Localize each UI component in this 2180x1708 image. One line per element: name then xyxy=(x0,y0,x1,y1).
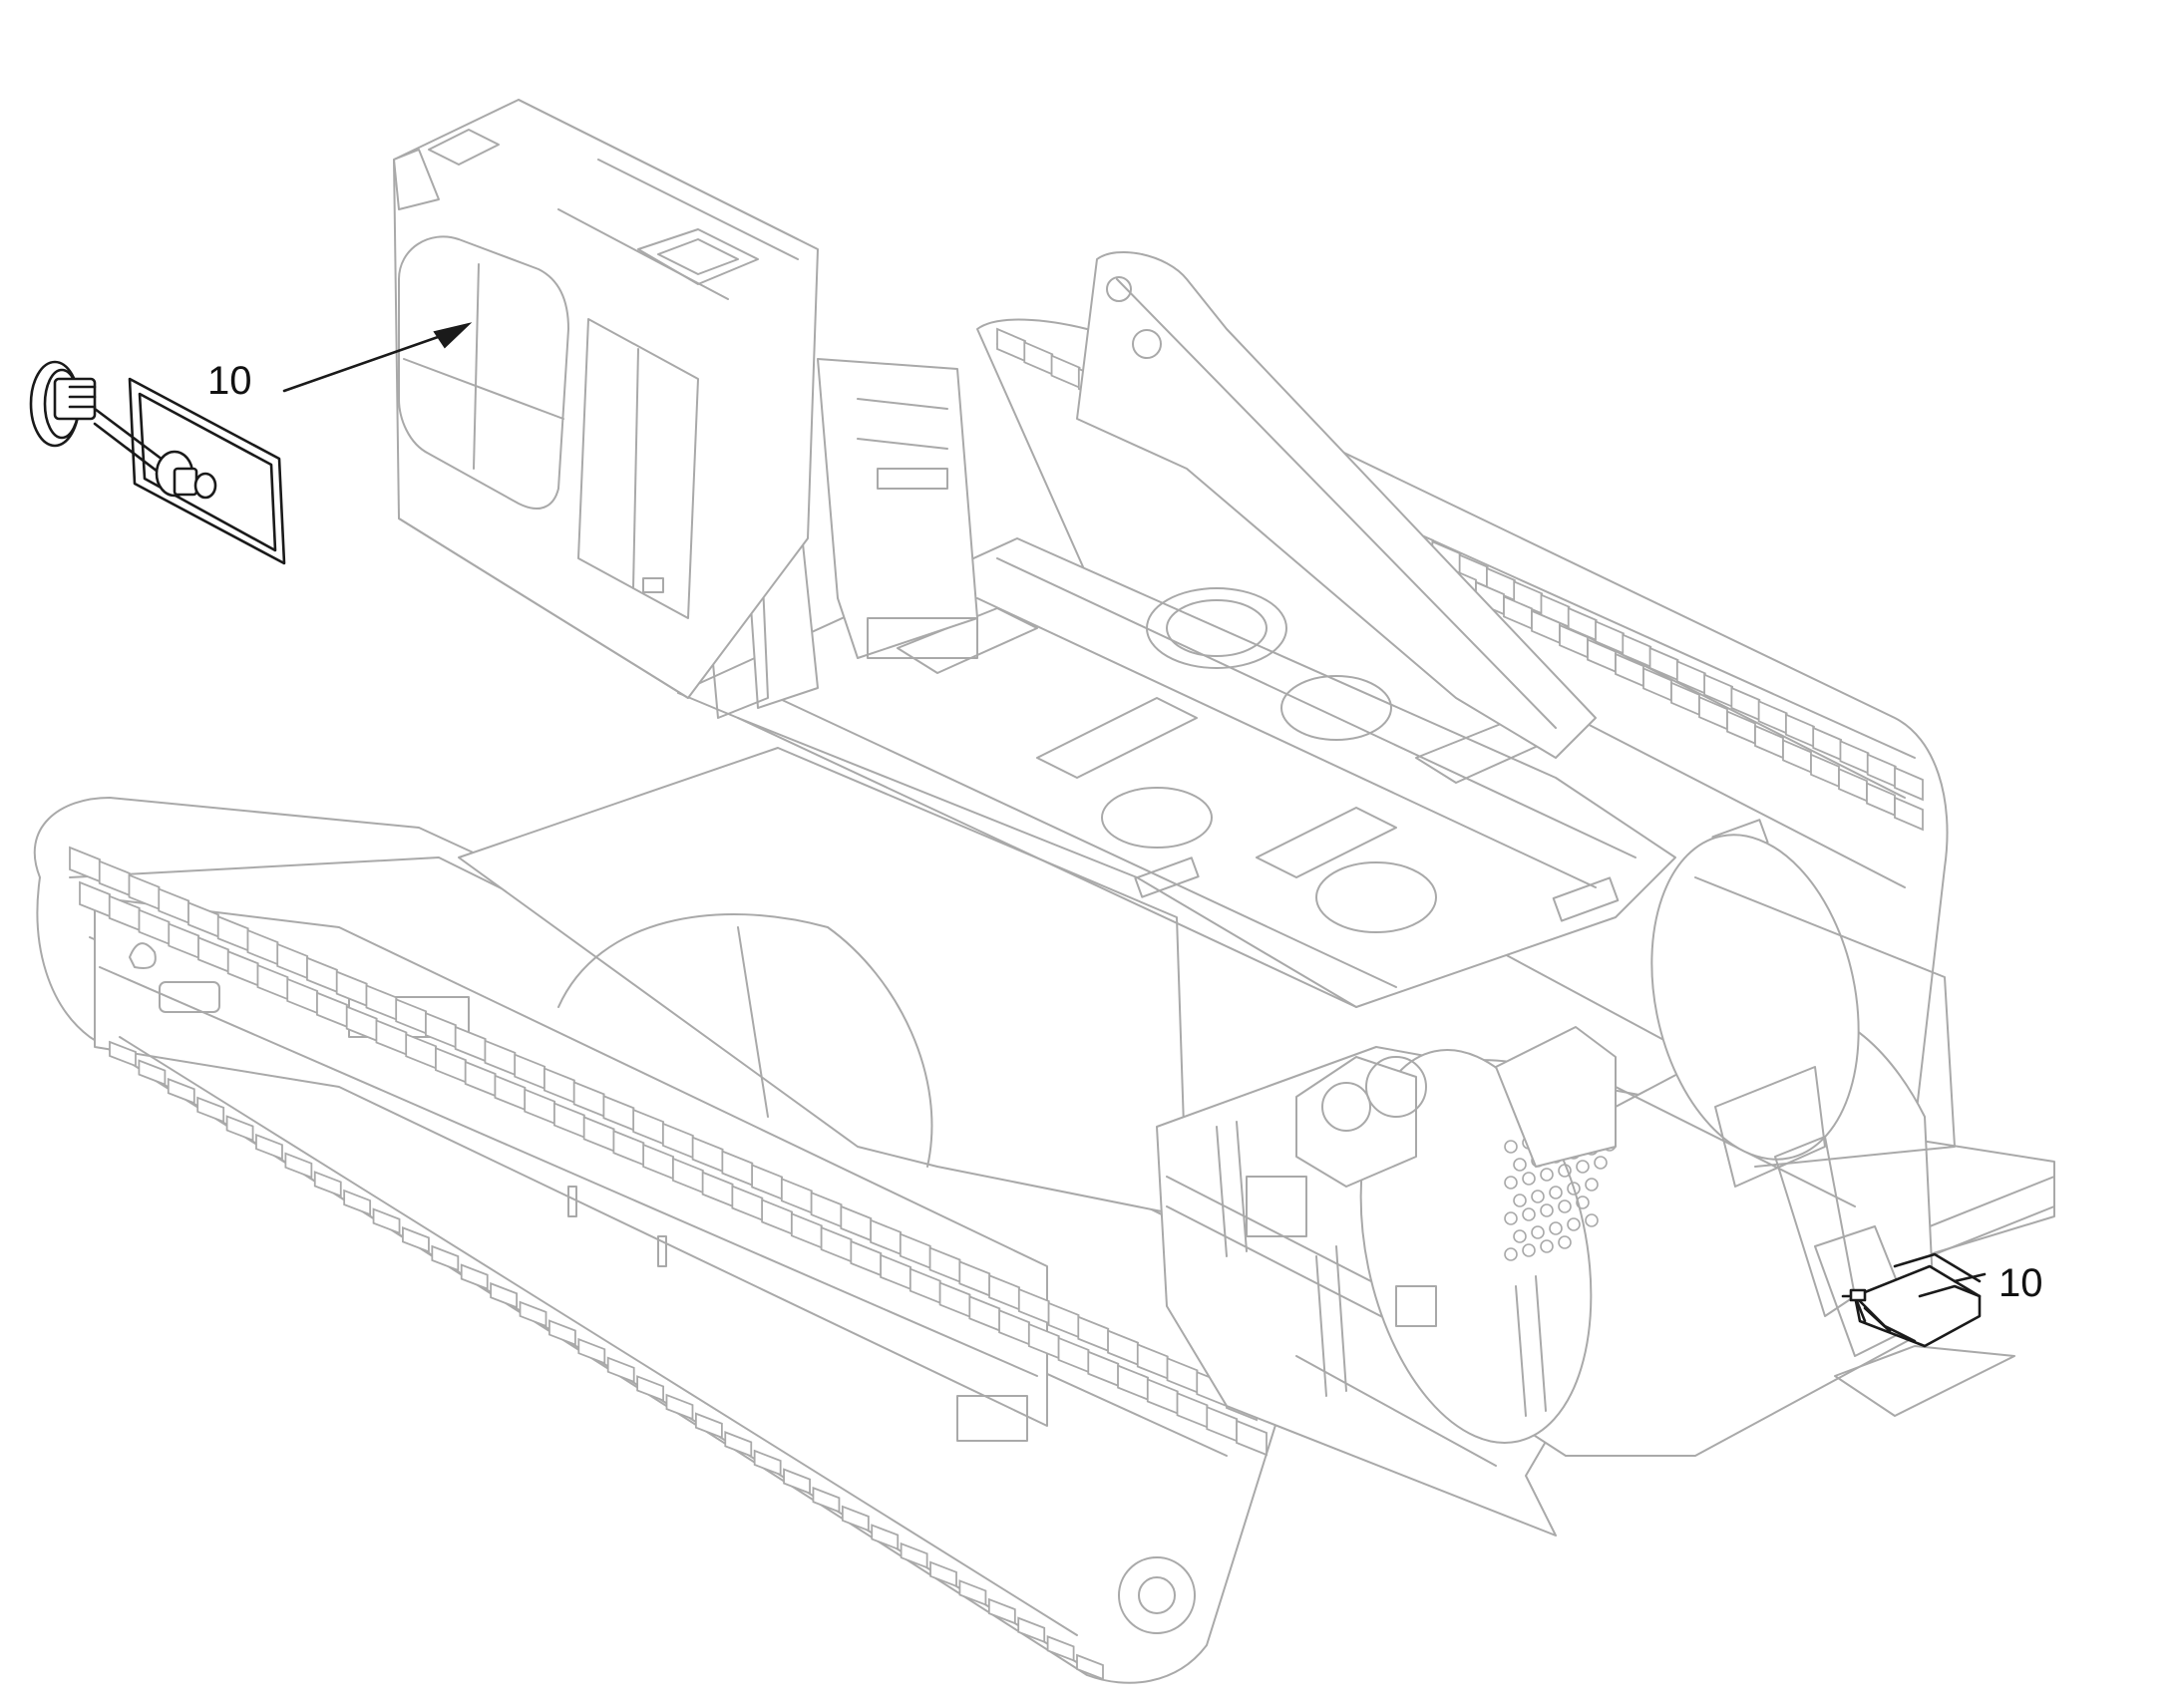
track-shoe xyxy=(1894,796,1924,832)
track-shoe xyxy=(636,1375,664,1402)
track-shoe xyxy=(1894,766,1924,802)
drum-hole xyxy=(1522,1243,1536,1257)
drum-hole xyxy=(1540,1239,1554,1253)
part-10-cab-component xyxy=(29,322,473,565)
track-shoe xyxy=(783,1468,811,1495)
drum-hole xyxy=(1504,1140,1518,1154)
track-shoe xyxy=(490,1281,519,1309)
track-shoe xyxy=(724,1431,753,1458)
drum-hole xyxy=(1513,1229,1527,1243)
track-shoe xyxy=(694,1412,723,1440)
track-shoe xyxy=(196,1096,225,1124)
track-shoe xyxy=(138,1059,167,1086)
track-shoe xyxy=(871,1524,900,1550)
track-shoe xyxy=(987,1597,1016,1625)
drum-hole xyxy=(1567,1182,1581,1196)
track-shoe xyxy=(665,1393,694,1421)
drum-hole xyxy=(1504,1176,1518,1190)
track-shoe xyxy=(900,1541,928,1569)
drum-hole xyxy=(1594,1156,1608,1170)
track-shoe xyxy=(548,1319,576,1346)
drum-hole xyxy=(1504,1247,1518,1261)
track-shoe xyxy=(753,1449,782,1477)
track-shoe xyxy=(284,1152,313,1180)
track-shoe xyxy=(109,1040,137,1068)
drum-hole xyxy=(1558,1199,1572,1213)
drum-hole xyxy=(1576,1196,1590,1209)
drum-hole xyxy=(1549,1186,1563,1199)
track-shoe xyxy=(958,1579,987,1606)
part-10-winch-bracket xyxy=(1841,1252,1987,1348)
boom-mount xyxy=(697,251,1597,759)
drum-hole xyxy=(1522,1207,1536,1221)
drum-hole xyxy=(1531,1190,1545,1203)
drum-hole xyxy=(1558,1164,1572,1178)
callout-label-winch: 10 xyxy=(1998,1261,2043,1305)
track-shoe xyxy=(929,1560,957,1588)
upper-frame xyxy=(677,537,1769,1008)
track-shoe xyxy=(225,1115,254,1142)
drum-hole xyxy=(1585,1178,1599,1192)
drum-hole xyxy=(1576,1160,1590,1174)
drum-hole xyxy=(1585,1213,1599,1227)
drum-hole xyxy=(1558,1235,1572,1249)
drum-hole xyxy=(1513,1158,1527,1172)
left-track-shoes xyxy=(69,846,1268,1681)
operator-cab xyxy=(393,99,819,699)
track-shoe xyxy=(1017,1616,1046,1644)
track-shoe xyxy=(841,1505,870,1533)
drum-hole xyxy=(1522,1172,1536,1186)
track-shoe xyxy=(372,1207,401,1235)
drum-hole xyxy=(1540,1168,1554,1182)
track-shoe xyxy=(519,1300,547,1328)
drum-hole xyxy=(1531,1225,1545,1239)
track-shoe xyxy=(577,1337,606,1365)
track-shoe xyxy=(606,1356,635,1384)
callout-label-cab: 10 xyxy=(207,359,252,403)
drum-hole xyxy=(1540,1203,1554,1217)
drum-hole xyxy=(1549,1221,1563,1235)
track-shoe xyxy=(167,1077,195,1105)
track-shoe xyxy=(431,1244,460,1272)
track-shoe xyxy=(255,1133,283,1161)
drum-hole xyxy=(1567,1217,1581,1231)
track-shoe xyxy=(460,1263,489,1290)
track-shoe xyxy=(1076,1653,1104,1681)
track-shoe xyxy=(1236,1419,1268,1457)
track-shoe xyxy=(343,1189,372,1216)
drum-hole xyxy=(1513,1194,1527,1207)
track-shoe xyxy=(313,1171,342,1197)
drum-hole xyxy=(1504,1211,1518,1225)
track-shoe xyxy=(812,1486,841,1514)
track-shoe xyxy=(402,1226,430,1253)
track-shoe xyxy=(1046,1635,1075,1662)
winch-assembly xyxy=(1156,834,2055,1537)
